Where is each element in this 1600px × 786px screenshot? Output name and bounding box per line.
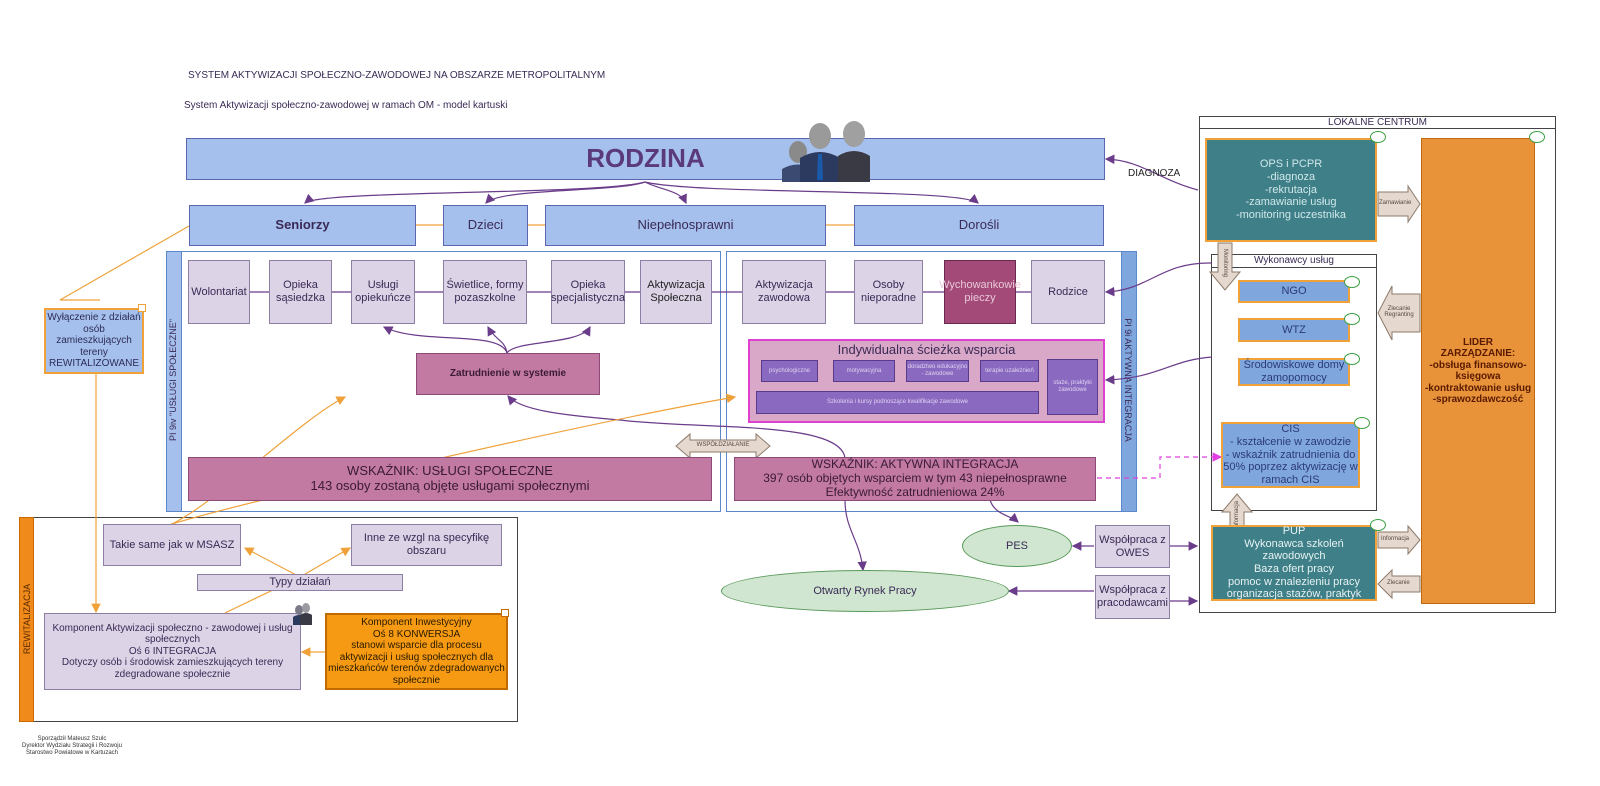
wspolpraca-owes: Współpraca z OWES [1095,525,1170,568]
zamawianie-arrow [1377,184,1421,224]
group-niepelnosprawni: Niepełnosprawni [545,205,826,246]
path-motywacyjna: motywacyjna [833,360,895,382]
comment-icon [1370,519,1386,531]
rodzina-box: RODZINA [186,138,1105,180]
people-icon [293,603,312,625]
lider-box: LIDER ZARZĄDZANIE: -obsługa finansowo-ks… [1421,138,1535,604]
page-subtitle: System Aktywizacji społeczno-zawodowej w… [184,100,508,111]
path-szkolenia: Szkolenia i kursy podnoszące kwalifikacj… [756,391,1039,414]
page-title: SYSTEM AKTYWIZACJI SPOŁECZNO-ZAWODOWEJ N… [188,70,606,81]
footer-author: Sporządził Mateusz Szulc Dyrektor Wydzia… [22,736,122,757]
takie-same-box: Takie same jak w MSASZ [103,524,241,566]
wskaznik-uslugi-spoleczne: WSKAŹNIK: USŁUGI SPOŁECZNE 143 osoby zos… [188,457,712,501]
wspoldzialanie-arrow [675,432,771,460]
family-icon [782,121,870,182]
sciezka-wsparcia-title: Indywidualna ścieżka wsparcia [837,342,1016,357]
informacja-right-label: Informacja [1381,536,1410,542]
wylaczenie-box: Wyłączenie z działań osób zamieszkującyc… [44,308,144,374]
path-staze: staże, praktyki zawodowe [1047,359,1098,415]
service-opieka-specjalistyczna: Opieka specjalistyczna [551,260,625,324]
path-doradztwo: doradztwo edukacyjno - zawodowe [906,360,969,382]
group-seniorzy: Seniorzy [189,205,416,246]
uslugi-spoleczne-sidebar [166,251,182,512]
cis-box: CIS - kształcenie w zawodzie - wskaźnik … [1221,422,1360,488]
comment-icon [1344,353,1360,365]
komponent-inwestycyjny-box: Komponent Inwestycyjny Oś 8 KONWERSJA st… [325,613,508,690]
zlecanie-regranting-arrow [1377,285,1421,341]
service-wolontariat: Wolontariat [188,260,250,324]
ops-pcpr-box: OPS i PCPR -diagnoza -rekrutacja -zamawi… [1205,138,1377,242]
pes-ellipse: PES [962,525,1072,567]
lokalne-centrum-title: LOKALNE CENTRUM [1199,116,1556,129]
diagnoza-label: DIAGNOZA [1128,168,1181,179]
zlecanie-label: Zlecanie [1387,580,1410,586]
informacja-right-arrow [1377,524,1421,556]
investment-note-icon [501,609,509,617]
aktywna-integracja-sidebar [1121,251,1137,512]
zlecanie-left-arrow [1377,568,1421,600]
zlecanie-regranting-label: Zlecanie Regranting [1384,306,1414,318]
service-wychowankowie: Wychowankowie pieczy [939,260,1021,324]
wspoldzialanie-label: WSPÓŁDZIAŁANIE [696,442,750,448]
comment-icon [1529,131,1545,143]
path-terapie: terapie uzależnień [980,360,1039,382]
srodowiskowe-domy-box: Środowiskowe domy zamopomocy [1238,358,1350,386]
zamawianie-label: Zamawianie [1379,200,1412,206]
service-swietlice: Świetlice, formy pozaszkolne [443,260,527,324]
wtz-box: WTZ [1238,318,1350,342]
service-rodzice: Rodzice [1031,260,1105,324]
komponent-aktywizacji-box: Komponent Aktywizacji społeczno - zawodo… [44,613,301,690]
path-psychologiczne: psychologiczne [761,360,818,382]
otwarty-rynek-ellipse: Otwarty Rynek Pracy [721,570,1009,612]
comment-icon [1354,417,1370,429]
comment-icon [1344,313,1360,325]
wspolpraca-pracodawcy: Współpraca z pracodawcami [1095,575,1170,619]
service-opieka-sasiedzka: Opieka sąsiedzka [269,260,332,324]
service-aktywizacja-spoleczna: Aktywizacja Społeczna [640,260,712,324]
group-dorosli: Dorośli [854,205,1104,246]
service-osoby-nieporadne: Osoby nieporadne [854,260,923,324]
service-uslugi-opiekuncze: Usługi opiekuńcze [351,260,415,324]
ngo-box: NGO [1238,280,1350,303]
monitoring-label: Monitoring [1222,248,1228,277]
pup-box: PUP Wykonawca szkoleń zawodowych Baza of… [1211,525,1377,601]
service-aktywizacja-zawodowa: Aktywizacja zawodowa [742,260,826,324]
wskaznik-aktywna-integracja: WSKAŹNIK: AKTYWNA INTEGRACJA 397 osób ob… [734,457,1096,501]
group-dzieci: Dzieci [443,205,528,246]
comment-icon [1344,276,1360,288]
zatrudnienie-box: Zatrudnienie w systemie [416,353,600,395]
rewitalizacja-sidebar [19,517,34,722]
inne-box: Inne ze wzgl na specyfikę obszaru [351,524,502,566]
comment-icon [1370,131,1386,143]
monitoring-arrow [1208,242,1242,291]
wylaczenie-note-icon [138,304,146,312]
wykonawcy-title: Wykonawcy usług [1211,254,1377,268]
typy-dzialan-box: Typy działań [197,574,403,591]
